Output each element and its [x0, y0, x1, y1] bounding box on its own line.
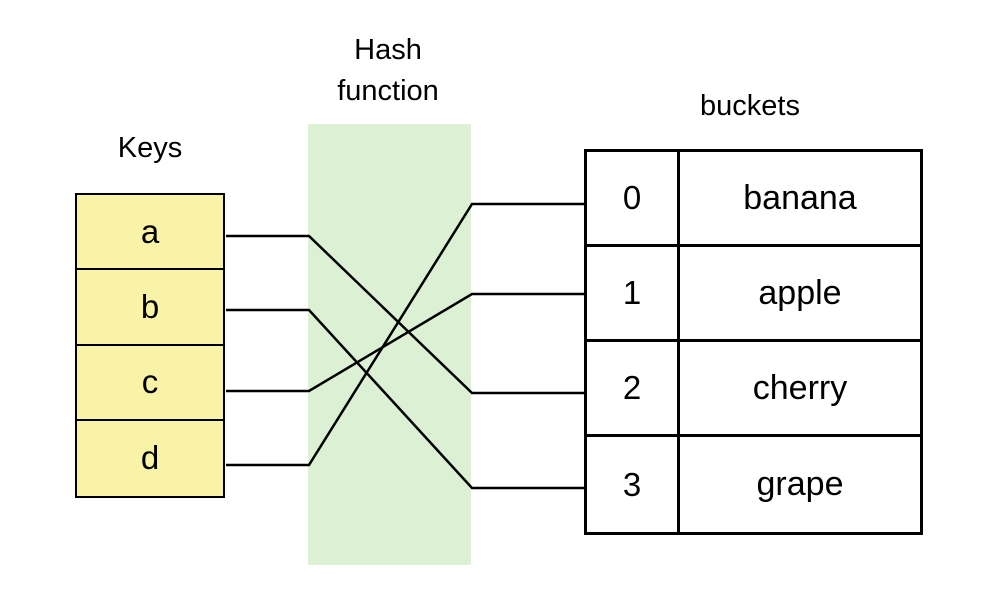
hash-function-title: Hash function	[300, 30, 476, 111]
bucket-row-2: 2 cherry	[587, 342, 920, 437]
bucket-value: banana	[743, 178, 857, 217]
bucket-row-0: 0 banana	[587, 152, 920, 247]
bucket-value: cherry	[752, 368, 848, 407]
bucket-row-3: 3 grape	[587, 437, 920, 532]
key-cell-b: b	[77, 270, 223, 346]
bucket-row-1: 1 apple	[587, 247, 920, 342]
bucket-index: 1	[587, 247, 680, 339]
hash-function-title-line1: Hash	[354, 34, 422, 66]
mapping-line-c-to-1	[226, 292, 584, 393]
key-cell-d: d	[140, 439, 160, 477]
bucket-value: apple	[758, 273, 842, 312]
bucket-value: grape	[756, 465, 844, 503]
key-cell-c: c	[77, 346, 223, 421]
mapping-line-a-to-2	[226, 234, 584, 395]
bucket-index: 2	[587, 342, 680, 434]
keys-title: Keys	[117, 132, 183, 164]
bucket-index: 0	[587, 152, 680, 244]
mapping-line-b-to-3	[226, 308, 584, 490]
buckets-table: 0 banana 1 apple 2 cherry 3 grape	[584, 149, 923, 535]
key-cell-a: a	[77, 195, 223, 271]
hash-function-title-line2: function	[337, 74, 439, 107]
mapping-line-d-to-0	[226, 202, 584, 467]
keys-table: a b c d	[75, 193, 225, 498]
bucket-index: 3	[587, 437, 680, 532]
buckets-title: buckets	[700, 90, 800, 122]
